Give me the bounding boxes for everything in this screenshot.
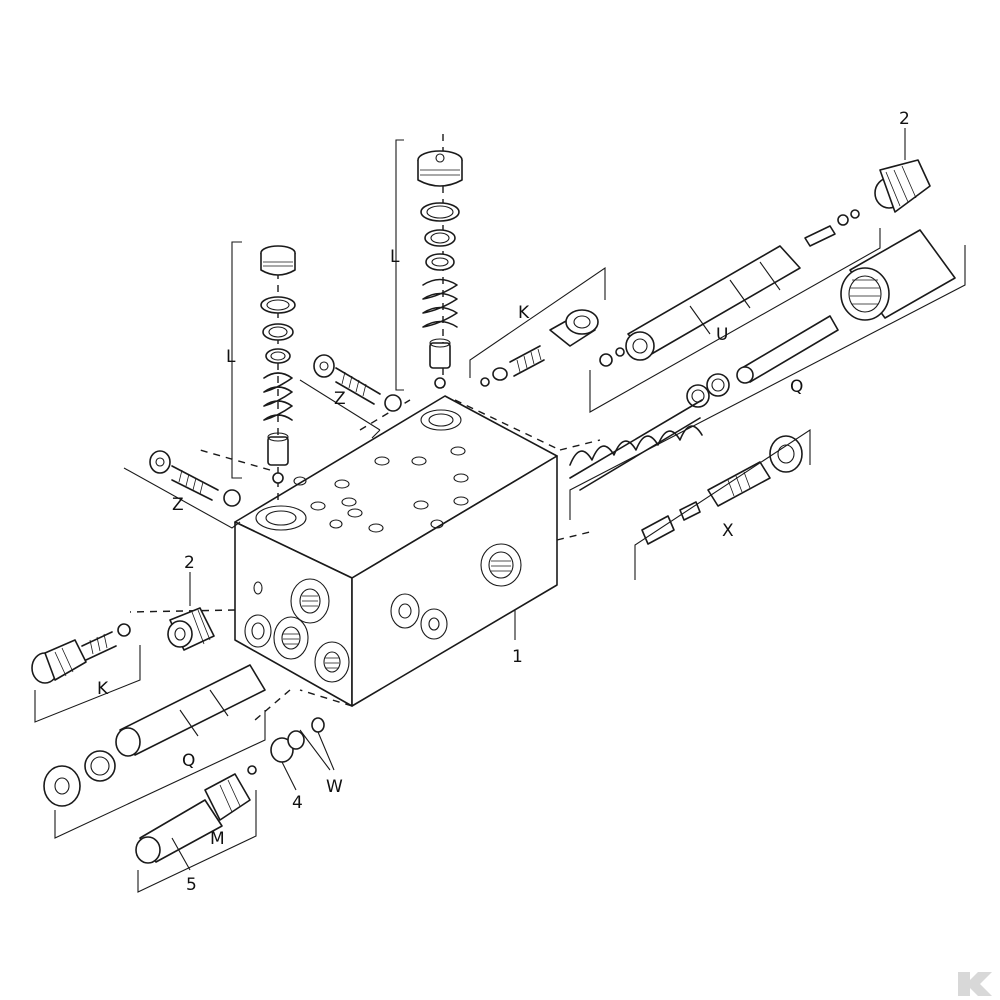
- callout-plug: 5: [186, 875, 197, 895]
- q-assembly-right: [569, 229, 966, 520]
- q-assembly-left: [43, 664, 266, 839]
- group-label-K-top: K: [518, 303, 530, 323]
- m-assembly: [135, 765, 257, 893]
- group-label-Z-lower: Z: [172, 495, 184, 515]
- group-label-X: X: [722, 521, 734, 541]
- group-label-W: W: [326, 777, 343, 797]
- group-label-L-left: L: [226, 347, 236, 367]
- z-cartridge-lower: [123, 450, 241, 529]
- callout-block: 1: [512, 647, 523, 667]
- vertical-stack-right: [417, 150, 463, 389]
- bracket-L-right: [395, 139, 404, 391]
- callout-seal: 4: [292, 793, 303, 813]
- vertical-stack-left: [260, 245, 296, 484]
- group-label-M: M: [210, 829, 225, 849]
- group-label-U: U: [716, 325, 728, 345]
- k-cartridge-left: [31, 623, 141, 723]
- callout-gauge-left: 2: [184, 553, 195, 573]
- group-label-K-left: K: [97, 679, 109, 699]
- group-label-L-right: L: [390, 247, 400, 267]
- group-label-Q-right: Q: [790, 377, 803, 397]
- k-cartridge-top: [469, 266, 606, 387]
- gauge-left: [167, 607, 215, 651]
- corner-logo: [958, 972, 992, 996]
- group-label-Z-upper: Z: [334, 389, 346, 409]
- u-assembly: [589, 159, 931, 413]
- w-parts: [270, 717, 335, 791]
- valve-block: [234, 395, 558, 707]
- x-assembly: [634, 428, 811, 580]
- group-label-Q-left: Q: [182, 751, 195, 771]
- bracket-L-left: [231, 241, 242, 479]
- z-cartridge-upper: [299, 354, 402, 439]
- callout-gauge-top: 2: [899, 109, 910, 129]
